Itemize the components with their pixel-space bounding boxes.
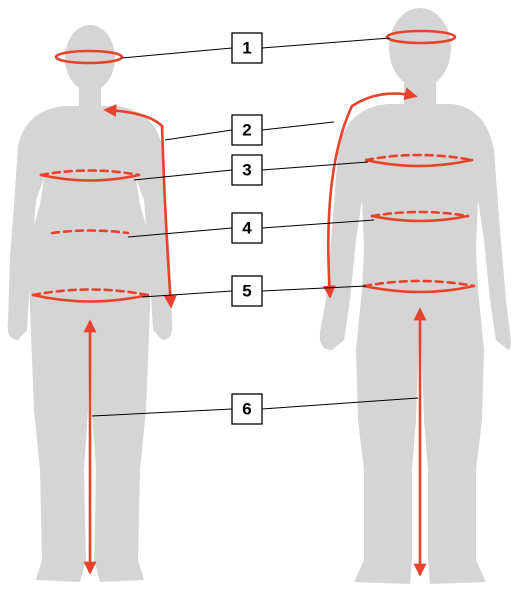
label-4: 4 — [232, 213, 262, 243]
label-1-text: 1 — [242, 39, 251, 58]
male-silhouette — [320, 8, 511, 584]
leader-1-left — [122, 48, 232, 58]
number-labels: 1 2 3 4 5 6 — [232, 33, 262, 424]
label-1: 1 — [232, 33, 262, 63]
label-2: 2 — [232, 115, 262, 145]
leader-1-right — [262, 38, 390, 48]
label-4-text: 4 — [242, 219, 252, 238]
label-6: 6 — [232, 394, 262, 424]
label-6-text: 6 — [242, 400, 251, 419]
leader-2-right — [262, 122, 334, 130]
leader-2-left — [165, 130, 232, 140]
label-2-text: 2 — [242, 121, 251, 140]
label-5: 5 — [232, 276, 262, 306]
label-5-text: 5 — [242, 282, 251, 301]
label-3: 3 — [232, 155, 262, 185]
label-3-text: 3 — [242, 161, 251, 180]
